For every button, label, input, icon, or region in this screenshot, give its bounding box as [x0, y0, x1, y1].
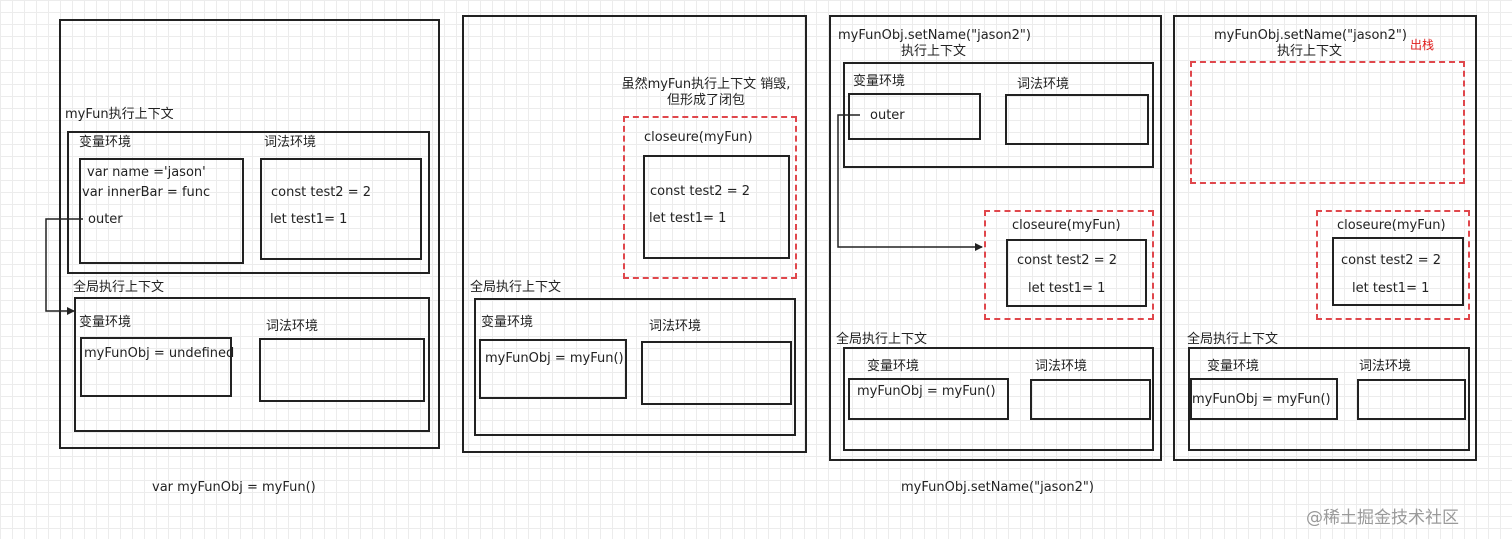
- global-lexical-env-box: [259, 338, 425, 402]
- global-var-value: myFunObj = myFun(): [857, 384, 996, 399]
- closure-dashed-box: [984, 210, 1154, 320]
- global-context-box: [843, 347, 1154, 451]
- closure-line: const test2 = 2: [650, 184, 751, 199]
- closure-line: let test1= 1: [1352, 281, 1430, 296]
- variable-env-box: [848, 93, 981, 140]
- caption-left: var myFunObj = myFun(): [152, 480, 316, 495]
- global-variable-env-label: 变量环境: [481, 315, 534, 330]
- global-var-value: myFunObj = undefined: [84, 346, 235, 361]
- outer-reference: outer: [88, 212, 123, 227]
- global-variable-env-label: 变量环境: [1207, 359, 1260, 374]
- closure-line: const test2 = 2: [1341, 253, 1442, 268]
- global-lexical-env-label: 词法环境: [1035, 359, 1088, 374]
- popped-context-dashed-box: [1190, 61, 1465, 184]
- global-context-title: 全局执行上下文: [1187, 332, 1279, 347]
- closure-env-box: [1006, 239, 1147, 307]
- panel-2-frame: [462, 15, 807, 453]
- closure-dashed-box: [1316, 210, 1470, 320]
- setname-context-subtitle: 执行上下文: [901, 44, 967, 59]
- panel-1-frame: [59, 19, 440, 449]
- lex-line: let test1= 1: [270, 212, 348, 227]
- myfun-context-box: [67, 131, 430, 274]
- lexical-env-box: [1005, 94, 1149, 145]
- global-variable-env-box: [479, 339, 627, 399]
- pop-stack-label: 出栈: [1410, 38, 1435, 52]
- closure-line: const test2 = 2: [1017, 253, 1118, 268]
- myfun-context-title: myFun执行上下文: [65, 107, 174, 122]
- closure-title: closeure(myFun): [1012, 218, 1121, 233]
- closure-env-box: [643, 155, 790, 259]
- global-variable-env-box: [80, 337, 232, 397]
- global-context-box: [1188, 347, 1470, 451]
- setname-context-subtitle: 执行上下文: [1277, 44, 1343, 59]
- variable-env-label: 变量环境: [853, 74, 906, 89]
- closure-title: closeure(myFun): [1337, 218, 1446, 233]
- global-variable-env-box: [848, 378, 1009, 420]
- setname-context-title: myFunObj.setName("jason2"): [1214, 28, 1407, 43]
- global-lexical-env-label: 词法环境: [649, 319, 702, 334]
- global-lexical-env-box: [1357, 379, 1466, 420]
- closure-env-box: [1332, 237, 1464, 306]
- lex-line: const test2 = 2: [271, 185, 372, 200]
- variable-env-box: [79, 158, 244, 264]
- closure-dashed-box: [623, 116, 797, 279]
- closure-note-line2: 但形成了闭包: [666, 93, 745, 108]
- closure-title: closeure(myFun): [644, 130, 753, 145]
- outer-to-closure-arrow: [837, 114, 983, 251]
- global-variable-env-box: [1190, 378, 1338, 420]
- closure-line: let test1= 1: [649, 211, 727, 226]
- outer-reference: outer: [870, 108, 905, 123]
- panel-4-frame: [1173, 15, 1477, 461]
- global-variable-env-label: 变量环境: [867, 359, 920, 374]
- global-lexical-env-label: 词法环境: [1359, 359, 1412, 374]
- lexical-env-box: [260, 158, 422, 260]
- var-line: var innerBar = func: [82, 185, 211, 200]
- watermark: @稀土掘金技术社区: [1306, 508, 1459, 528]
- global-context-title: 全局执行上下文: [836, 332, 928, 347]
- setname-context-title: myFunObj.setName("jason2"): [838, 28, 1031, 43]
- lexical-env-label: 词法环境: [1017, 77, 1070, 92]
- global-context-title: 全局执行上下文: [470, 280, 562, 295]
- outer-to-global-arrow: [45, 218, 83, 315]
- panel-3-frame: [829, 15, 1162, 461]
- lexical-env-label: 词法环境: [264, 135, 317, 150]
- global-context-box: [74, 297, 430, 432]
- variable-env-label: 变量环境: [79, 135, 132, 150]
- global-context-title: 全局执行上下文: [73, 280, 165, 295]
- var-line: var name ='jason': [87, 165, 206, 180]
- caption-right: myFunObj.setName("jason2"): [901, 480, 1094, 495]
- global-lexical-env-label: 词法环境: [266, 319, 319, 334]
- global-var-value: myFunObj = myFun(): [1192, 392, 1331, 407]
- global-variable-env-label: 变量环境: [79, 315, 132, 330]
- global-context-box: [474, 298, 796, 436]
- global-lexical-env-box: [641, 341, 792, 405]
- closure-note-line1: 虽然myFun执行上下文 销毁,: [621, 77, 791, 92]
- global-var-value: myFunObj = myFun(): [485, 351, 624, 366]
- global-lexical-env-box: [1030, 379, 1151, 420]
- closure-line: let test1= 1: [1028, 281, 1106, 296]
